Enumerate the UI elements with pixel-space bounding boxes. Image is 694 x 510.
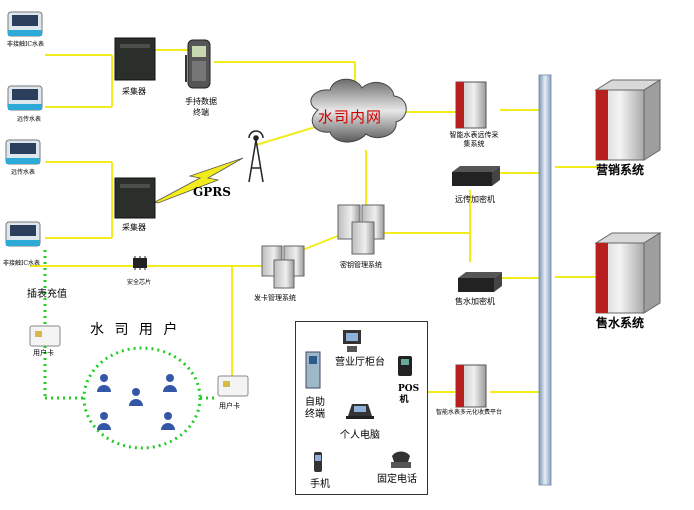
water-meter-icon <box>5 139 41 165</box>
green-dotted-links <box>43 250 218 400</box>
sales-system-cabinet-icon <box>594 232 662 314</box>
label-card-issuing: 发卡管理系统 <box>254 294 296 302</box>
security-chip-icon <box>133 256 147 270</box>
water-meter-icon <box>7 85 43 111</box>
key-management-server-icon <box>337 204 385 255</box>
self-service-kiosk-icon <box>305 351 321 389</box>
label-user-card-mid: 用户卡 <box>219 402 240 410</box>
label-gprs: GPRS <box>193 185 231 199</box>
water-meter-icon <box>5 221 41 247</box>
antenna-tower-icon <box>248 130 264 183</box>
label-insert-recharge: 插表充值 <box>27 289 67 300</box>
user-card-icon <box>29 325 61 347</box>
customers-group <box>82 346 202 450</box>
marketing-system-cabinet-icon <box>594 79 662 161</box>
label-business-counter: 营业厅柜台 <box>335 357 385 368</box>
label-collector-1: 采集器 <box>122 87 146 96</box>
gprs-lightning-icon <box>153 157 244 204</box>
user-card-icon <box>217 375 249 397</box>
label-pos: POS机 <box>398 384 420 405</box>
label-meter-1: 非接触IC水表 <box>7 41 44 48</box>
pos-machine-icon <box>398 356 412 376</box>
counter-computer-icon <box>343 330 361 352</box>
label-key-management: 密钥管理系统 <box>340 261 382 269</box>
label-marketing-system: 营销系统 <box>596 163 645 177</box>
sale-encryptor-icon <box>458 272 502 292</box>
label-pc: 个人电脑 <box>340 430 380 441</box>
remote-encryptor-icon <box>452 166 500 186</box>
collector-icon <box>114 177 156 219</box>
label-user-card-left: 用户卡 <box>33 349 54 357</box>
label-sales-system: 售水系统 <box>596 316 645 330</box>
user-icon <box>97 374 177 430</box>
label-security-chip: 安全芯片 <box>127 279 152 286</box>
label-remote-encryptor: 远传加密机 <box>455 195 495 204</box>
label-meter-3: 远传水表 <box>11 169 36 176</box>
label-self-service: 自助终端 <box>305 397 325 420</box>
label-landline: 固定电话 <box>377 474 417 485</box>
label-meter-4: 非接触IC水表 <box>3 260 40 267</box>
label-meter-2: 远传水表 <box>17 116 42 123</box>
payment-channels-box <box>295 321 428 495</box>
label-multi-channel-platform: 智能水表多元化收费平台 <box>436 409 503 416</box>
label-handheld: 手持数据终端 <box>185 97 217 117</box>
system-bus <box>538 74 552 486</box>
card-issuing-server-icon <box>261 245 305 289</box>
label-smart-meter-remote: 智能水表远传采集系统 <box>449 131 499 148</box>
label-mobile: 手机 <box>310 479 330 490</box>
label-sale-encryptor: 售水加密机 <box>455 297 495 306</box>
water-meter-icon <box>7 11 43 37</box>
collector-icon <box>114 37 156 81</box>
laptop-icon <box>346 404 374 419</box>
label-collector-2: 采集器 <box>122 223 146 232</box>
label-cloud: 水司内网 <box>318 108 383 126</box>
smart-meter-server-icon <box>455 81 487 129</box>
handheld-terminal-icon <box>185 39 211 89</box>
mobile-phone-icon <box>314 452 322 472</box>
platform-server-icon <box>455 364 487 408</box>
landline-phone-icon <box>391 451 411 468</box>
label-customers: 水 司 用 户 <box>90 322 181 338</box>
cloud-icon <box>310 78 407 143</box>
